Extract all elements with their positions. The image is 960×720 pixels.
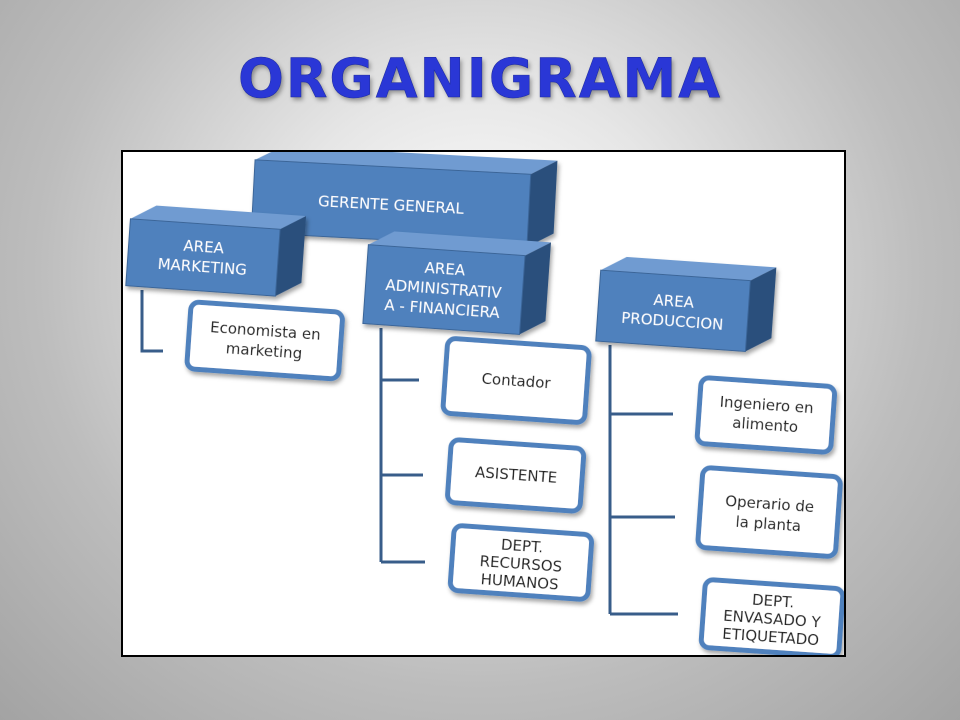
rrhh-line-2: RECURSOS xyxy=(479,552,563,576)
rrhh-line-1: DEPT. xyxy=(500,536,543,557)
slide-title: ORGANIGRAMA xyxy=(237,47,723,110)
ingeniero-line-2: alimento xyxy=(732,414,799,437)
card-dept-envasado: DEPT. ENVASADO Y ETIQUETADO xyxy=(698,577,844,655)
box-top-face xyxy=(130,205,307,230)
box-top-face xyxy=(368,231,551,256)
card-asistente: ASISTENTE xyxy=(445,437,587,514)
box-side-face xyxy=(275,216,307,297)
card-frame xyxy=(695,465,843,559)
box-gerente-general: GERENTE GENERAL xyxy=(250,152,558,248)
box-area-marketing: AREA MARKETING xyxy=(125,205,307,297)
box-top-face xyxy=(255,152,558,175)
card-frame xyxy=(694,375,838,455)
operario-line-2: la planta xyxy=(735,513,802,536)
card-frame xyxy=(440,336,592,425)
box-front-face xyxy=(362,244,526,335)
card-operario: Operario de la planta xyxy=(695,465,843,559)
box-front-face xyxy=(125,218,281,297)
economista-line-2: marketing xyxy=(225,339,303,362)
box-side-face xyxy=(526,160,558,248)
org-chart: GERENTE GENERAL AREA MARKETING AREA ADMI… xyxy=(125,152,844,655)
box-front-face xyxy=(595,269,751,352)
box-side-face xyxy=(745,267,777,352)
connector-lines xyxy=(140,290,678,616)
card-frame xyxy=(698,577,844,655)
box-side-face xyxy=(519,242,551,335)
envasado-line-1: DEPT. xyxy=(751,591,794,612)
card-dept-rrhh: DEPT. RECURSOS HUMANOS xyxy=(447,523,595,602)
card-frame xyxy=(447,523,595,602)
area-marketing-line-1: AREA xyxy=(183,237,225,258)
asistente-label: ASISTENTE xyxy=(474,463,557,487)
box-area-produccion: AREA PRODUCCION xyxy=(595,256,777,352)
org-chart-frame: GERENTE GENERAL AREA MARKETING AREA ADMI… xyxy=(121,150,846,657)
card-frame xyxy=(445,437,587,514)
area-produccion-line-1: AREA xyxy=(653,291,695,312)
connector-marketing xyxy=(140,290,163,353)
area-admin-line-1: AREA xyxy=(424,259,466,280)
rrhh-line-3: HUMANOS xyxy=(480,570,559,593)
card-ingeniero: Ingeniero en alimento xyxy=(694,375,838,455)
card-contador: Contador xyxy=(440,336,592,425)
box-area-administrativa: AREA ADMINISTRATIV A - FINANCIERA xyxy=(362,231,551,335)
contador-label: Contador xyxy=(481,370,552,393)
box-top-face xyxy=(600,256,777,281)
card-frame xyxy=(184,299,345,382)
card-economista: Economista en marketing xyxy=(184,299,345,382)
